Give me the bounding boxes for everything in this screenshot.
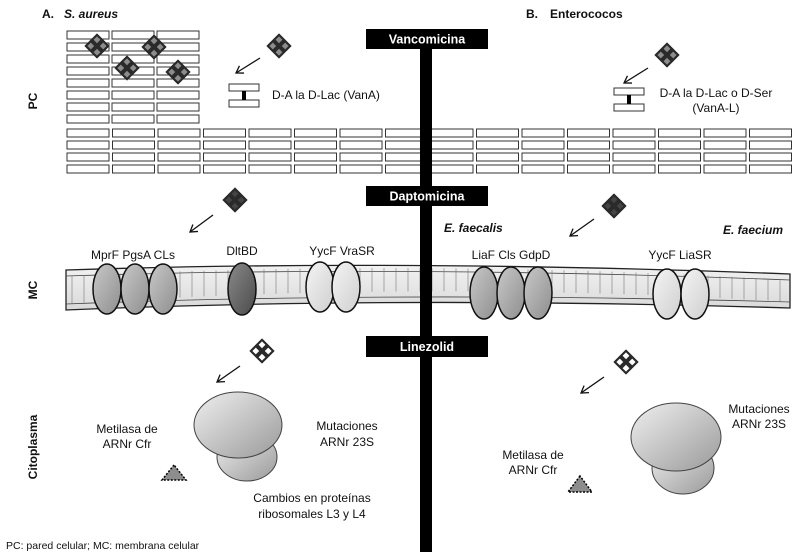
layer-label-citoplasma: Citoplasma <box>26 414 40 479</box>
ribosome-right <box>630 402 722 495</box>
linezolid-molecule-icon <box>249 338 275 364</box>
panel-b-organism: Enterococos <box>550 7 623 21</box>
daptomycin-molecule-icon <box>222 187 248 213</box>
arrow-icon <box>569 218 595 237</box>
protein-mprf-pgsa-cls <box>92 263 178 315</box>
drug-text-linezolid: Linezolid <box>400 340 454 354</box>
arrow-icon <box>234 57 261 74</box>
protein-ycff-liasr <box>652 268 710 320</box>
panel-a-label: A. <box>42 7 54 21</box>
arrow-icon <box>622 67 649 84</box>
protein-label-ycff-vrasr: YycF VraSR <box>309 244 375 258</box>
vancomycin-molecule-icon <box>141 34 167 60</box>
cytoplasm-right-mut-1: Mutaciones <box>728 402 789 416</box>
footnote: PC: pared celular; MC: membrana celular <box>6 540 200 552</box>
cytoplasm-left-cfr-2: ARNr Cfr <box>103 437 152 451</box>
drug-label-vancomicina: Vancomicina <box>366 29 488 49</box>
vancomycin-molecule-icon <box>165 59 191 85</box>
wall-target-left-label: D-A la D-Lac (VanA) <box>272 88 380 102</box>
cfr-triangle-right-icon <box>566 474 594 493</box>
cytoplasm-left-cfr-1: Metilasa de <box>96 422 158 436</box>
arrow-icon <box>216 365 241 383</box>
d-ala-d-lac-icon-right <box>613 87 645 112</box>
arrow-icon <box>189 214 214 233</box>
drug-label-daptomicina: Daptomicina <box>366 186 488 206</box>
vancomycin-molecule-icon <box>84 33 110 59</box>
protein-ycff-vrasr <box>305 261 361 313</box>
cytoplasm-right-cfr-1: Metilasa de <box>502 448 564 462</box>
organism-e-faecalis: E. faecalis <box>444 221 503 235</box>
protein-label-dltbd: DltBD <box>226 244 258 258</box>
cytoplasm-left-mut-1: Mutaciones <box>316 419 377 433</box>
protein-dltbd <box>227 262 257 316</box>
panel-a-organism: S. aureus <box>64 7 118 21</box>
protein-label-mprf: MprF PgsA CLs <box>91 248 175 262</box>
wall-target-right-label-2: (VanA-L) <box>692 101 739 115</box>
cytoplasm-right-cfr-2: ARNr Cfr <box>509 463 558 477</box>
vancomycin-molecule-icon <box>114 55 140 81</box>
protein-liaf-cls-gdpd <box>469 266 553 320</box>
protein-label-liaf: LiaF Cls GdpD <box>472 248 551 262</box>
cytoplasm-left-mut-2: ARNr 23S <box>320 435 374 449</box>
wall-target-right-label-1: D-A la D-Lac o D-Ser <box>660 86 773 100</box>
protein-label-ycff-liasr: YycF LiaSR <box>648 248 712 262</box>
drug-text-vancomicina: Vancomicina <box>389 33 466 47</box>
vancomycin-molecule-icon <box>266 33 292 59</box>
layer-label-mc: MC <box>26 280 40 299</box>
cytoplasm-left-prot-2: ribosomales L3 y L4 <box>258 507 366 521</box>
central-divider <box>420 42 432 552</box>
organism-e-faecium: E. faecium <box>723 223 783 237</box>
drug-text-daptomicina: Daptomicina <box>389 190 465 204</box>
panel-b-label: B. <box>526 7 538 21</box>
layer-label-pc: PC <box>26 92 40 109</box>
cytoplasm-left-prot-1: Cambios en proteínas <box>253 491 370 505</box>
vancomycin-molecule-icon <box>654 42 680 68</box>
daptomycin-molecule-icon <box>601 193 627 219</box>
cytoplasm-right-mut-2: ARNr 23S <box>732 417 786 431</box>
cfr-triangle-left-icon <box>160 463 188 481</box>
ribosome-left <box>193 391 283 482</box>
d-ala-d-lac-icon-left <box>228 83 260 108</box>
arrow-icon <box>580 376 605 394</box>
drug-label-linezolid: Linezolid <box>366 336 488 357</box>
linezolid-molecule-icon <box>613 349 639 375</box>
